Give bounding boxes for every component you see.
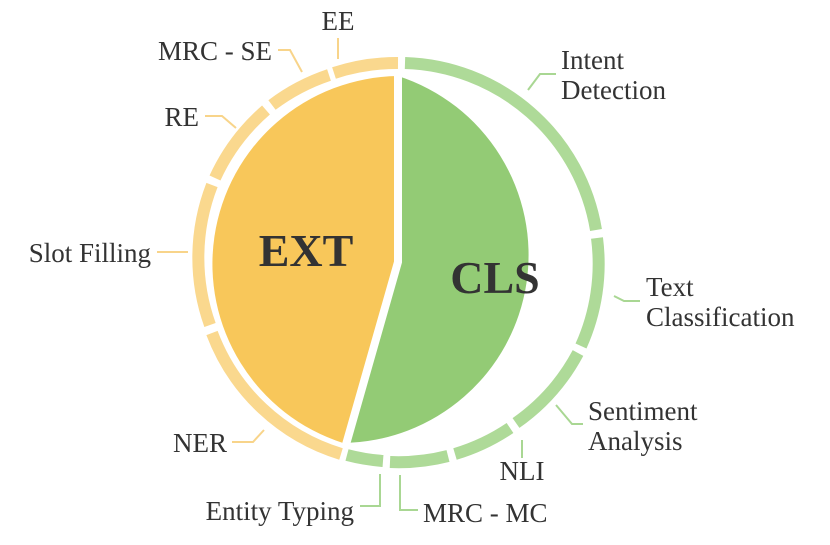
label-sentiment-analysis-line2: Analysis	[588, 426, 683, 456]
half-divider	[341, 72, 402, 450]
label-intent-detection-line2: Detection	[561, 75, 666, 105]
ring-segment-ee	[332, 56, 399, 79]
leader-re	[205, 115, 237, 129]
ext-inner-segment	[212, 76, 398, 443]
label-text-classification-line1: Text	[646, 272, 694, 302]
label-sentiment-analysis-line1: Sentiment	[588, 396, 698, 426]
leader-text-classification	[613, 295, 640, 302]
ring-segment-slot-filling	[192, 182, 218, 328]
ring-segment-intent-detection	[404, 57, 602, 231]
ext-center-label: EXT	[259, 225, 354, 276]
ring-segment-sentiment-analysis	[512, 350, 584, 428]
label-mrc-mc: MRC - MC	[423, 498, 548, 528]
cls-center-label: CLS	[450, 252, 539, 303]
leader-mrc-mc	[399, 475, 418, 511]
leader-mrc-se	[278, 49, 303, 73]
label-entity-typing: Entity Typing	[206, 496, 354, 526]
label-sentiment-analysis: Sentiment Analysis	[588, 396, 704, 456]
ring-segment-ner	[206, 330, 343, 460]
cls-inner-segment	[343, 76, 529, 443]
label-mrc-se: MRC - SE	[158, 36, 272, 66]
leader-intent-detection	[527, 73, 556, 91]
ring-segment-mrc-se	[268, 69, 331, 110]
label-ee: EE	[322, 6, 355, 36]
label-slot-filling: Slot Filling	[29, 238, 151, 268]
ring-segment-text-classification	[575, 237, 605, 349]
leader-ner	[232, 429, 265, 443]
leader-sentiment-analysis	[555, 404, 583, 425]
ring-segment-entity-typing	[345, 449, 384, 467]
ring-segment-re	[209, 105, 270, 181]
ring-segment-nli	[453, 422, 514, 460]
leader-entity-typing	[360, 474, 381, 507]
label-nli: NLI	[500, 456, 545, 486]
label-ner: NER	[173, 428, 227, 458]
label-text-classification-line2: Classification	[646, 302, 795, 332]
label-intent-detection-line1: Intent	[561, 45, 624, 75]
label-re: RE	[164, 102, 199, 132]
ring-segment-mrc-mc	[389, 450, 450, 469]
label-intent-detection: Intent Detection	[561, 45, 666, 105]
label-text-classification: Text Classification	[646, 272, 795, 332]
